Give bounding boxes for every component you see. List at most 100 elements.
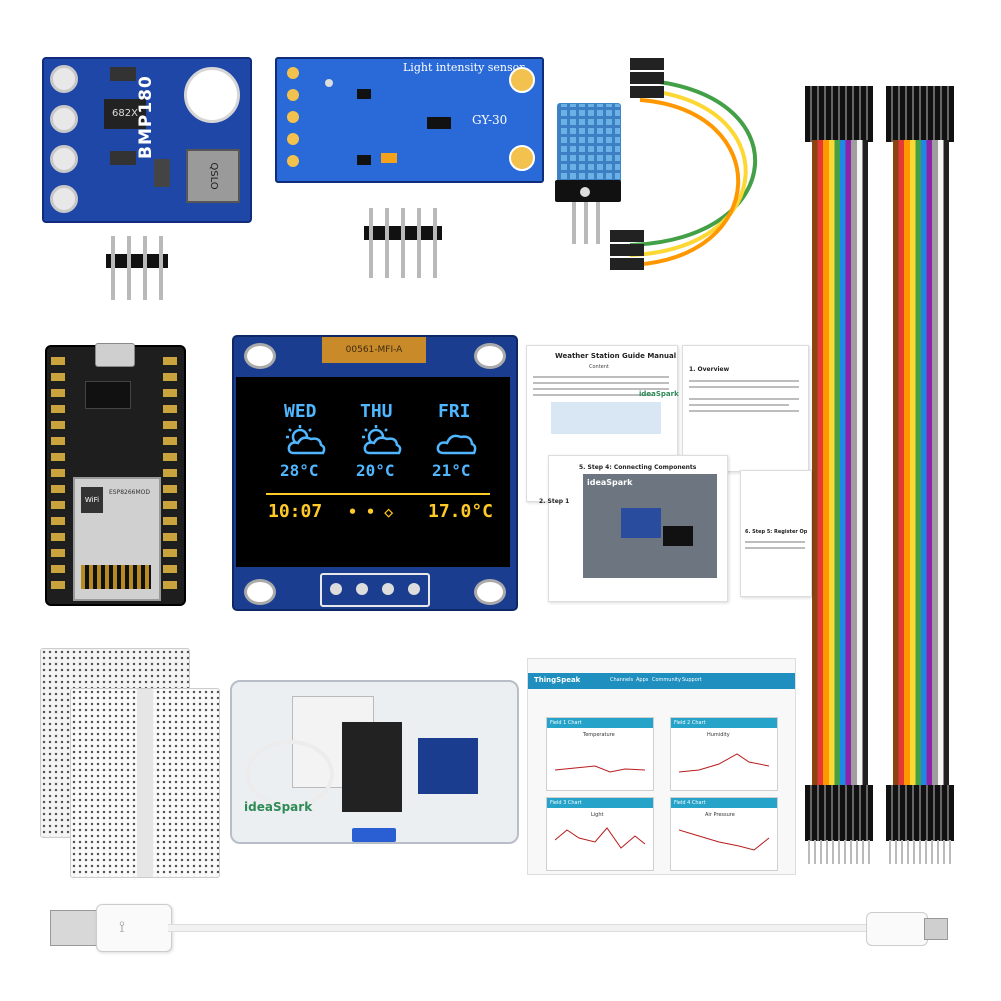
manual-sub: Content — [589, 364, 609, 370]
ts-chart-title: Air Pressure — [705, 812, 735, 818]
ts-chart-line — [679, 753, 770, 773]
ts-chart-panel: Field 2 Chart Humidity — [670, 717, 778, 791]
smd-part — [357, 155, 371, 165]
sensor-chip: QSLO — [186, 149, 240, 203]
current-temp: 17.0°C — [428, 501, 494, 522]
usb-port — [95, 343, 135, 367]
ts-chart-panel: Field 3 Chart Light — [546, 797, 654, 871]
ts-logo: ThingSpeak — [534, 676, 581, 684]
chip-682x: 682X — [104, 99, 146, 129]
divider-line — [266, 493, 490, 495]
oled-pin-header — [320, 573, 430, 607]
antenna-trace — [81, 565, 151, 589]
pin-row-right — [163, 357, 177, 597]
wiring-photo: ideaSpark — [583, 474, 717, 578]
box-nodemcu — [342, 722, 402, 812]
manual-page-4: 6. Step 5: Register OpenWeath — [740, 470, 812, 597]
box-latch — [352, 828, 396, 842]
mount-hole — [50, 185, 78, 213]
usb-a-metal — [50, 910, 100, 946]
gold-pad — [509, 145, 535, 171]
box-brand-label: ideaSpark — [244, 800, 313, 814]
ts-chart-line — [555, 827, 646, 849]
smd-part — [110, 67, 136, 81]
bmp180-label: BMP180 — [136, 75, 156, 159]
overview-heading: 1. Overview — [689, 366, 730, 373]
light-sensor-module: Light intensity sensor GY-30 — [275, 57, 544, 183]
thingspeak-dashboard: ThingSpeak Channels Apps Community Suppo… — [527, 658, 796, 875]
gold-pad — [509, 67, 535, 93]
ts-chart-line — [679, 829, 770, 851]
smd-part — [325, 79, 333, 87]
mount-hole — [50, 145, 78, 173]
day-temp: 21°C — [432, 461, 471, 480]
ts-nav-item: Channels — [610, 677, 634, 683]
step5-heading: 6. Step 5: Register OpenWeath — [745, 529, 807, 535]
breadboard-front — [70, 688, 220, 878]
mount-hole — [50, 65, 78, 93]
step1-heading: 2. Step 1 — [539, 498, 570, 505]
ts-chart-head: Field 3 Chart — [547, 798, 653, 808]
ts-chart-title: Humidity — [707, 732, 730, 738]
mount-hole — [244, 343, 276, 369]
box-oled — [418, 738, 478, 794]
micro-usb-plug — [866, 912, 928, 946]
manual-title: Weather Station Guide Manual — [555, 352, 677, 360]
clock-time: 10:07 — [268, 501, 323, 522]
photo-brand: ideaSpark — [587, 478, 633, 487]
ts-navbar: ThingSpeak Channels Apps Community Suppo… — [528, 673, 795, 689]
ts-nav-item: Community — [652, 677, 681, 683]
smd-part — [110, 151, 136, 165]
oled-screen: WED 28°C THU 20°C FRI 21°C 10:07 • • — [236, 377, 510, 567]
dht-jumper-wires — [610, 58, 757, 270]
box-cable-coil — [246, 740, 334, 808]
light-sensor-title: Light intensity sensor — [403, 61, 525, 74]
day-label: THU — [360, 401, 393, 422]
ts-chart-title: Temperature — [583, 732, 615, 738]
cable-wire — [168, 924, 868, 932]
manual-image — [551, 402, 661, 434]
micro-usb-metal — [924, 918, 948, 940]
ts-chart-head: Field 1 Chart — [547, 718, 653, 728]
smd-part — [357, 89, 371, 99]
pin-row-left — [51, 357, 65, 597]
mount-hole — [244, 579, 276, 605]
day-temp: 28°C — [280, 461, 319, 480]
wifi-logo: WiFi — [81, 487, 103, 513]
bmp180-module: 682X QSLO BMP180 — [42, 57, 252, 223]
kit-storage-box: ideaSpark — [230, 680, 519, 844]
oled-flex-cable: 00561-MFI-A — [322, 337, 426, 363]
cloud-icon — [436, 434, 477, 455]
manual-brand: ideaSpark — [639, 390, 679, 398]
partly-cloudy-icon — [362, 425, 402, 455]
module-label: ESP8266MOD — [109, 489, 151, 496]
manual-page-2: 1. Overview — [682, 345, 809, 472]
nodemcu-board: WiFi ESP8266MOD — [45, 343, 186, 606]
ts-chart-head: Field 4 Chart — [671, 798, 777, 808]
ts-nav-item: Apps — [636, 677, 649, 683]
mount-hole — [474, 579, 506, 605]
oled-display-module: 00561-MFI-A WED 28°C THU 20°C FRI — [232, 335, 518, 611]
usb-a-plug: ⟟ — [96, 904, 172, 952]
ts-chart-panel: Field 4 Chart Air Pressure — [670, 797, 778, 871]
ts-chart-title: Light — [591, 812, 604, 818]
ts-nav-item: Support — [682, 677, 702, 683]
ic-chip — [427, 117, 451, 129]
ts-chart-line — [555, 765, 646, 773]
mount-hole — [474, 343, 506, 369]
day-label: WED — [284, 401, 317, 422]
smd-part — [154, 159, 170, 187]
ts-chart-panel: Field 1 Chart Temperature — [546, 717, 654, 791]
partly-cloudy-icon — [286, 425, 326, 455]
usb-icon: ⟟ — [119, 917, 125, 936]
pin-pads — [287, 67, 301, 175]
gy30-label: GY-30 — [472, 113, 508, 127]
ic-chip — [85, 381, 131, 409]
esp8266-module: WiFi ESP8266MOD — [73, 477, 161, 601]
manual-page-3: 5. Step 4: Connecting Components 2. Step… — [539, 455, 728, 602]
center-channel — [137, 689, 153, 877]
light-sensor-chip — [381, 153, 397, 163]
sensor-hole — [184, 67, 240, 123]
step4-heading: 5. Step 4: Connecting Components — [579, 464, 697, 471]
day-label: FRI — [438, 401, 471, 422]
